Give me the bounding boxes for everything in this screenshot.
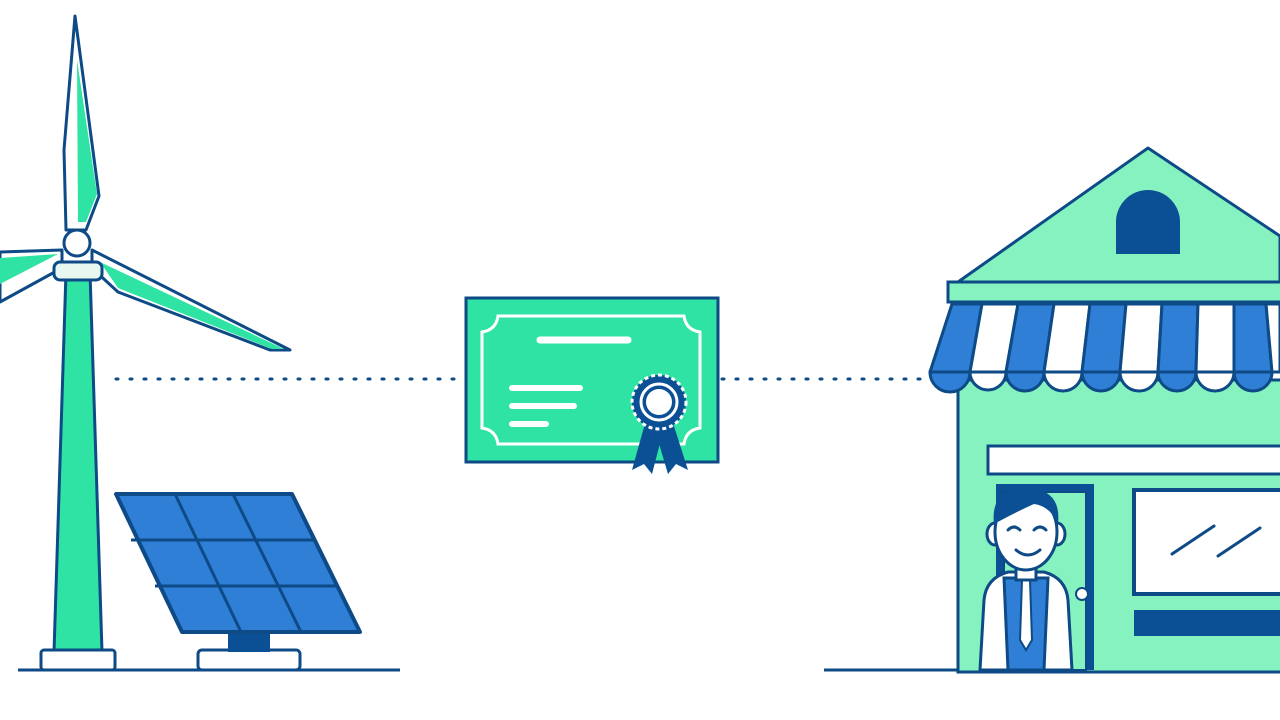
certificate-inner-border: [480, 314, 702, 446]
seal-center: [646, 389, 672, 415]
awning-stripe-6: [1118, 302, 1164, 374]
turbine-hub: [62, 228, 92, 258]
turbine-tower: [52, 270, 104, 654]
shop-sign-band: [986, 444, 1280, 476]
solar-panel-board: [114, 492, 362, 634]
storefront-icon: [928, 146, 1280, 674]
window-glare-2: [1216, 526, 1262, 558]
shop-window: [1132, 488, 1280, 596]
door-knob: [1075, 587, 1089, 601]
shopkeeper-eye-left: [1006, 525, 1022, 532]
shopkeeper-mouth: [1014, 548, 1042, 557]
turbine-blade-right-accent: [100, 262, 284, 349]
solar-panel-icon: [114, 492, 362, 672]
solar-stand-base: [196, 648, 302, 672]
turbine-blade-right: [90, 248, 292, 352]
turbine-nacelle: [52, 260, 104, 282]
certificate-icon: [464, 296, 720, 474]
solar-grid-col-2: [231, 493, 303, 633]
awning-stripe-8: [1194, 302, 1236, 374]
window-glare-1: [1170, 524, 1216, 556]
certificate-card: [464, 296, 720, 464]
seal-ribbon-right: [652, 420, 688, 474]
shop-attic-window: [1116, 190, 1180, 254]
wind-turbine-icon: [0, 14, 292, 672]
solar-grid-col-1: [173, 493, 243, 633]
turbine-blade-up-accent: [77, 60, 97, 222]
shopkeeper-tie: [1018, 579, 1034, 652]
awning-scallop-9: [1232, 370, 1274, 393]
turbine-base: [39, 648, 117, 672]
awning-stripe-10: [1264, 302, 1280, 374]
shop-cornice: [946, 280, 1280, 304]
shopkeeper-eye-right: [1032, 525, 1048, 532]
turbine-blade-left-accent: [0, 254, 58, 284]
shopkeeper-icon: [978, 488, 1074, 672]
shop-window-sill: [1134, 610, 1280, 636]
awning-stripe-7: [1156, 302, 1200, 374]
shopkeeper-hair: [993, 488, 1059, 524]
